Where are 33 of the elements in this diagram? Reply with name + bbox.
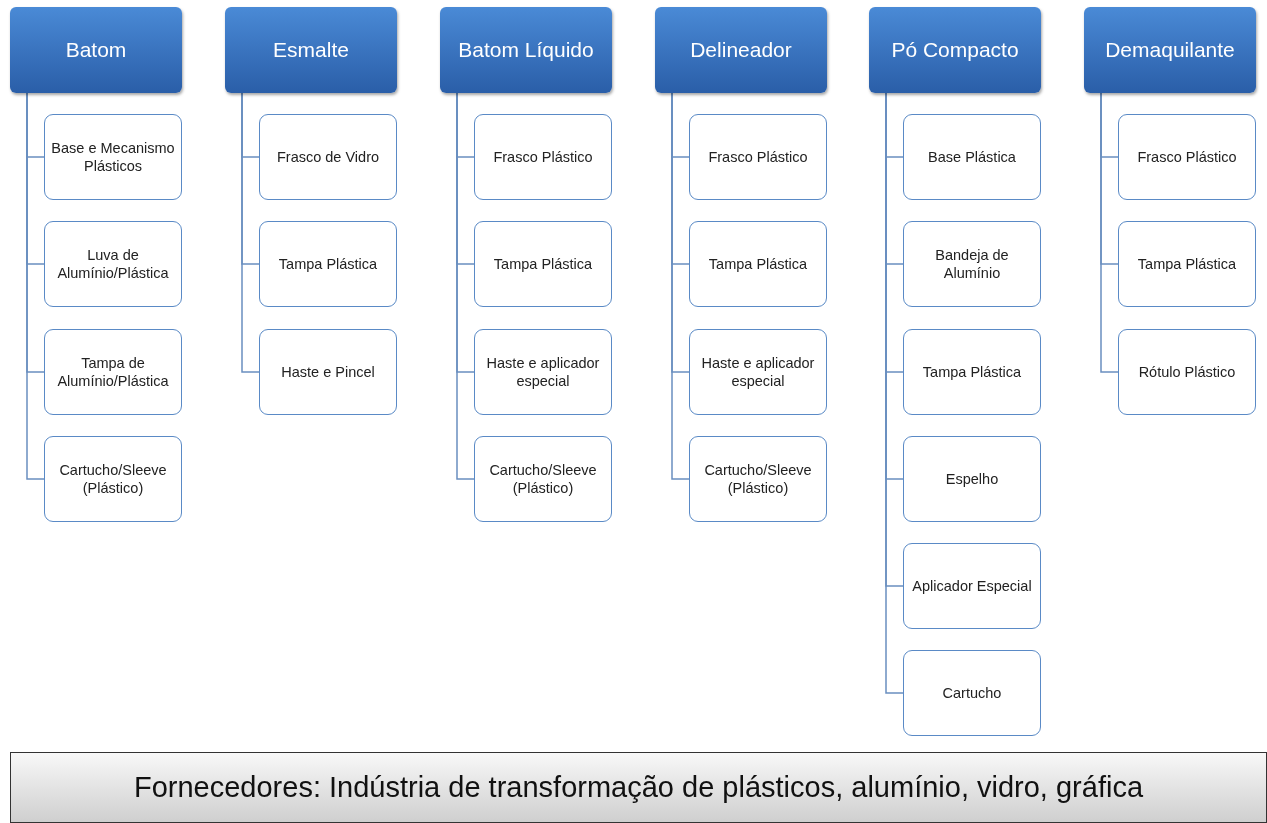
component-box: Bandeja de Alumínio (903, 221, 1041, 307)
component-box: Cartucho/Sleeve (Plástico) (44, 436, 182, 522)
component-box: Tampa Plástica (1118, 221, 1256, 307)
component-box: Frasco de Vidro (259, 114, 397, 200)
component-box: Base Plástica (903, 114, 1041, 200)
component-box: Espelho (903, 436, 1041, 522)
category-header: Delineador (655, 7, 827, 93)
component-box: Cartucho/Sleeve (Plástico) (689, 436, 827, 522)
component-box: Tampa Plástica (903, 329, 1041, 415)
component-box: Tampa Plástica (474, 221, 612, 307)
component-box: Luva de Alumínio/Plástica (44, 221, 182, 307)
component-box: Haste e Pincel (259, 329, 397, 415)
component-box: Rótulo Plástico (1118, 329, 1256, 415)
component-box: Haste e aplicador especial (689, 329, 827, 415)
connector-line (1100, 92, 1119, 373)
connector-line (241, 92, 260, 373)
category-header: Batom Líquido (440, 7, 612, 93)
component-box: Cartucho/Sleeve (Plástico) (474, 436, 612, 522)
category-header: Batom (10, 7, 182, 93)
component-box: Cartucho (903, 650, 1041, 736)
component-box: Haste e aplicador especial (474, 329, 612, 415)
category-header: Pó Compacto (869, 7, 1041, 93)
component-box: Base e Mecanismo Plásticos (44, 114, 182, 200)
component-box: Tampa Plástica (689, 221, 827, 307)
component-box: Frasco Plástico (1118, 114, 1256, 200)
component-box: Aplicador Especial (903, 543, 1041, 629)
component-box: Tampa de Alumínio/Plástica (44, 329, 182, 415)
supplier-banner: Fornecedores: Indústria de transformação de plásticos, alumínio, vidro, gráfica (10, 752, 1267, 823)
component-box: Tampa Plástica (259, 221, 397, 307)
component-box: Frasco Plástico (474, 114, 612, 200)
category-header: Esmalte (225, 7, 397, 93)
category-header: Demaquilante (1084, 7, 1256, 93)
component-box: Frasco Plástico (689, 114, 827, 200)
